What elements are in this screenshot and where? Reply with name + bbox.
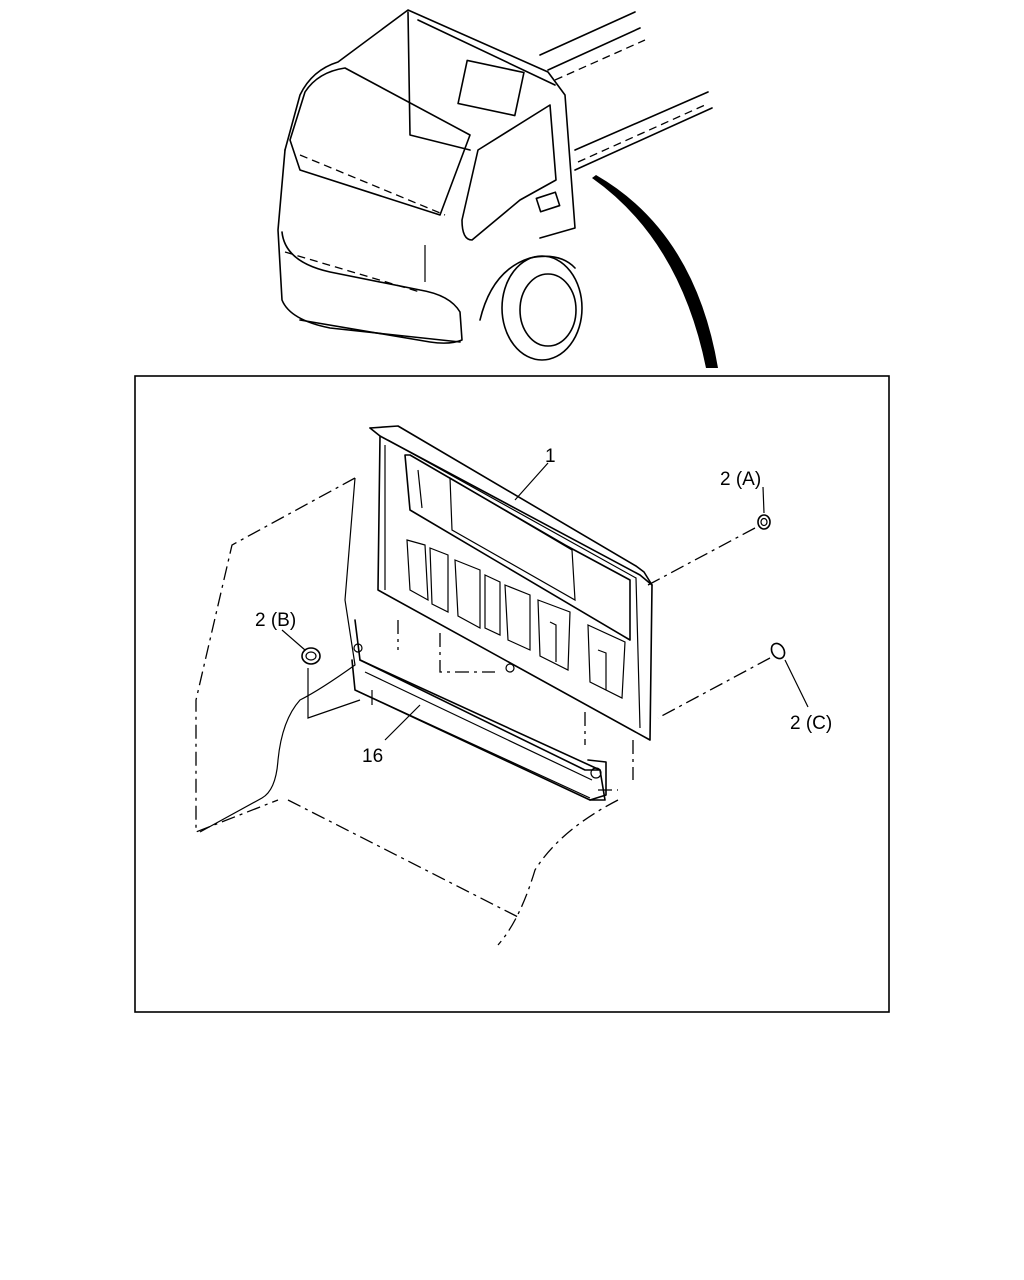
rear-panel-detail-illustration	[195, 425, 809, 946]
callout-part-2c: 2 (C)	[790, 713, 832, 734]
detail-frame	[134, 375, 890, 1013]
callout-part-1: 1	[545, 446, 556, 467]
callout-part-2b: 2 (B)	[255, 610, 296, 631]
callout-part-2a: 2 (A)	[720, 469, 761, 490]
callout-part-16: 16	[362, 746, 383, 767]
truck-overview-illustration	[277, 9, 718, 368]
